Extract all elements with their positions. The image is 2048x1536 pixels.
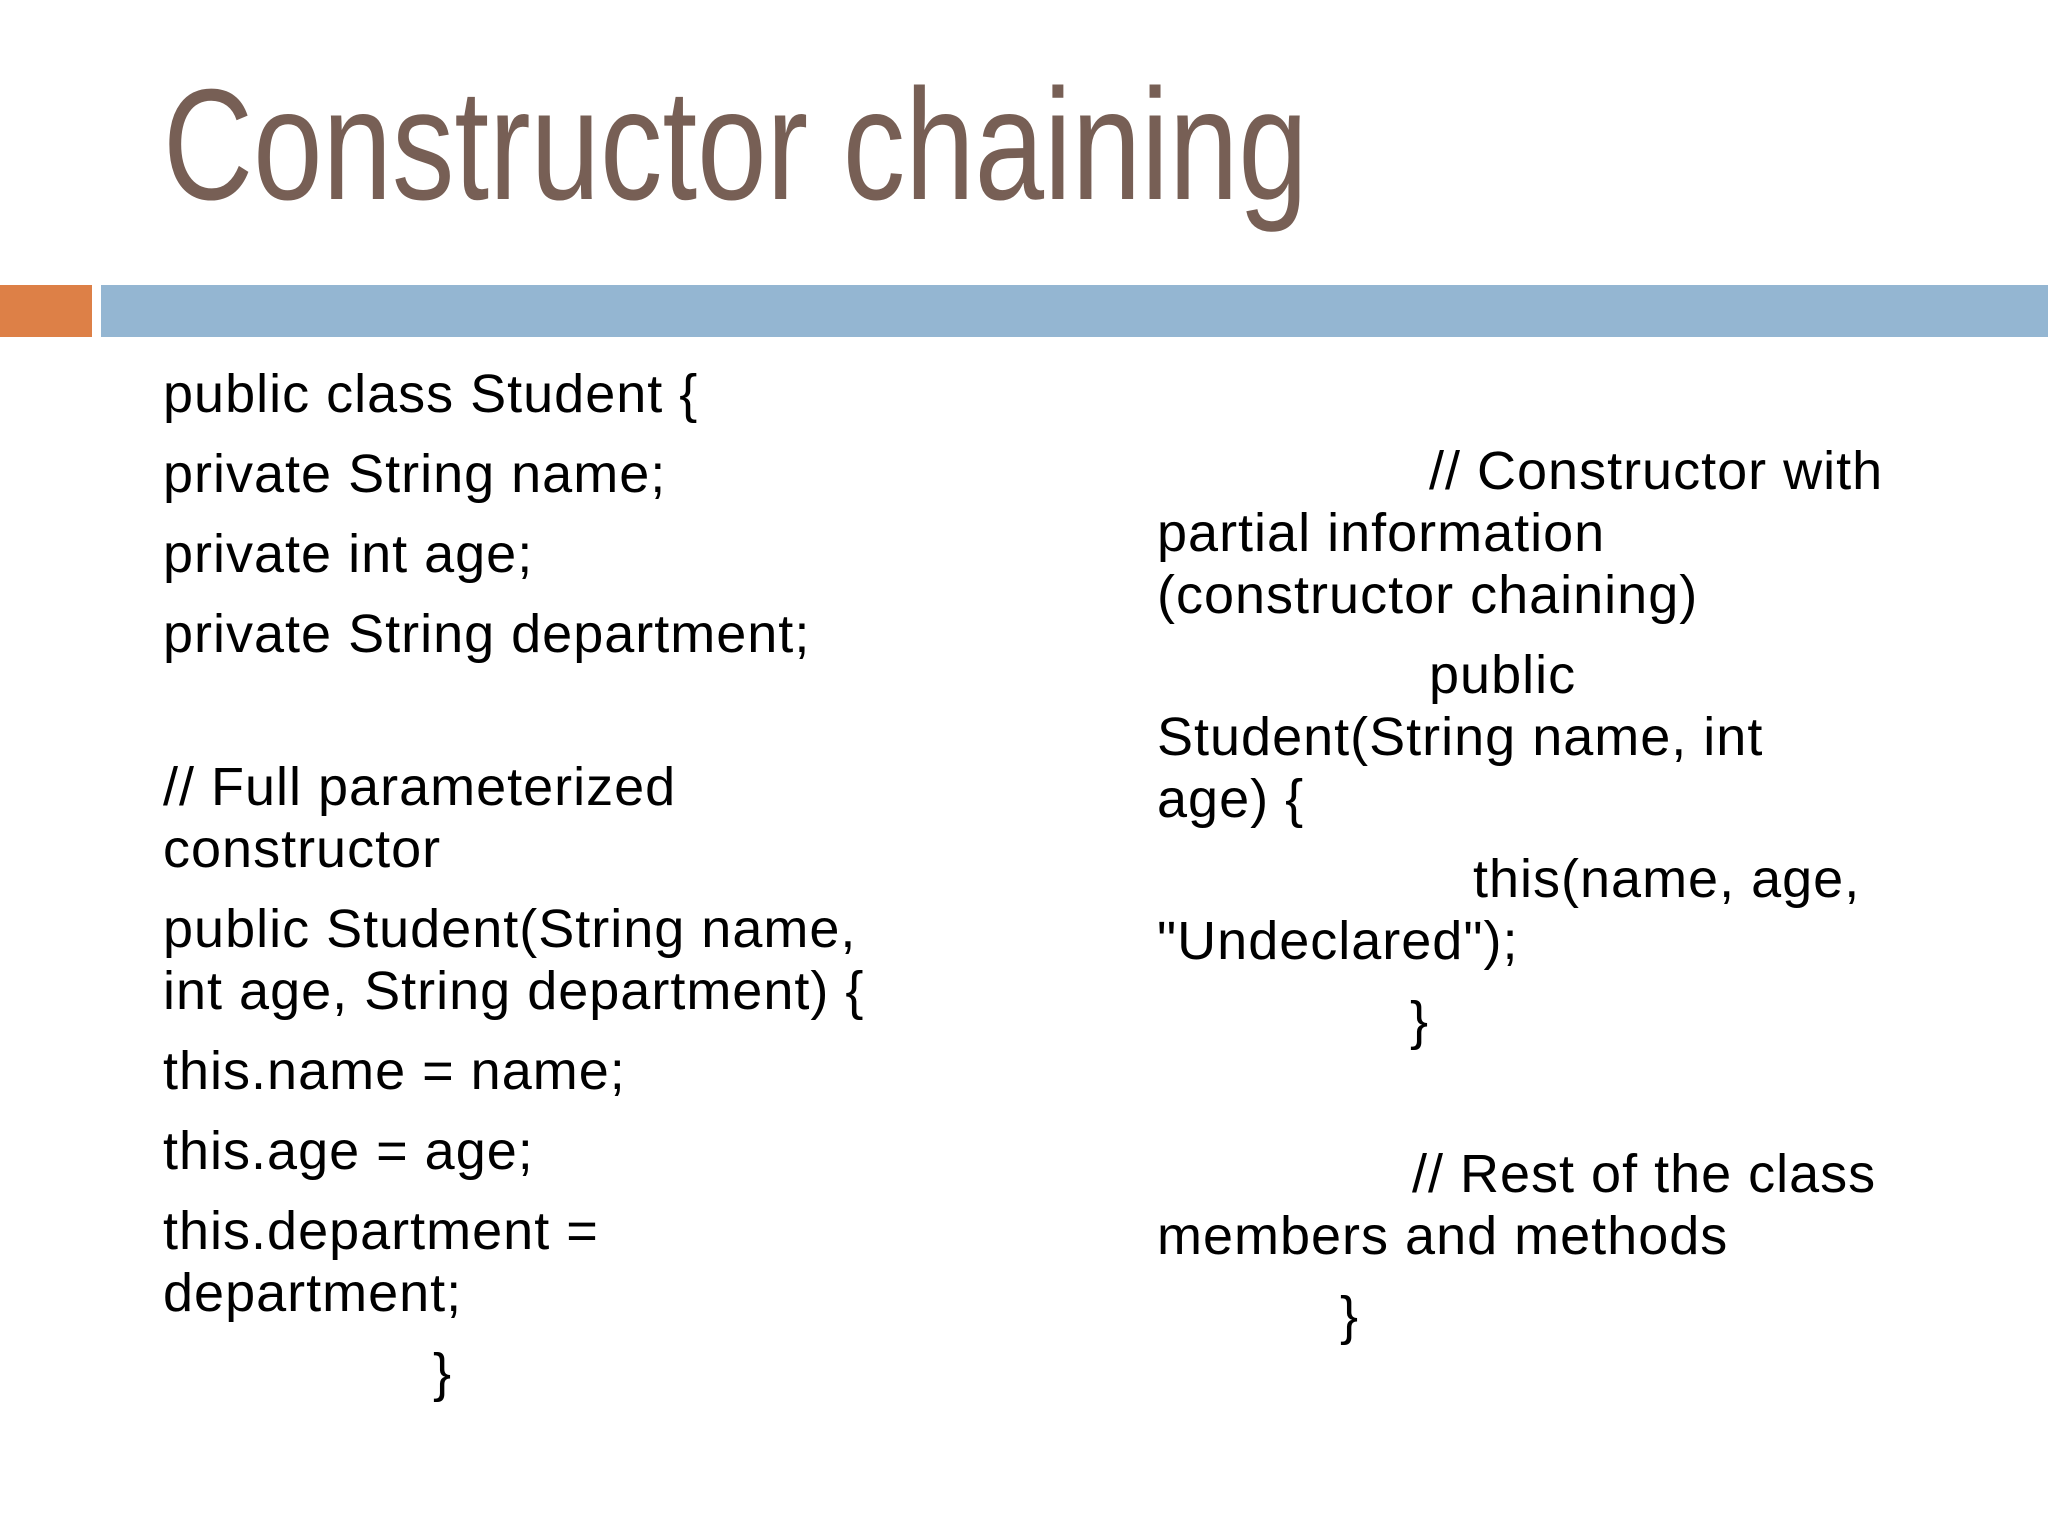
code-line: (constructor chaining) [1157,565,1699,625]
code-line: this.age = age; [163,1121,534,1181]
code-line: private String department; [163,604,811,664]
code-line: "Undeclared"); [1157,911,1519,971]
code-line: // Full parameterized [163,757,677,817]
code-line: public Student(String name, [163,899,857,959]
code-line: partial information [1157,503,1606,563]
code-line: private int age; [163,524,534,584]
accent-bar-blue [101,285,2048,337]
code-line: public [1429,645,1577,705]
code-line: department; [163,1263,463,1323]
code-line: // Constructor with [1429,441,1884,501]
code-line: members and methods [1157,1206,1729,1266]
code-line: public class Student { [163,364,699,424]
code-line: this.department = [163,1201,599,1261]
code-line: // Rest of the class [1412,1144,1877,1204]
accent-bar-orange [0,285,92,337]
code-line: } [433,1343,453,1403]
code-column-left: public class Student { private String nam… [163,363,1083,1404]
code-line: this.name = name; [163,1041,626,1101]
code-line: constructor [163,819,442,879]
code-line: this(name, age, [1473,849,1861,909]
code-line: int age, String department) { [163,961,865,1021]
code-line: age) { [1157,769,1305,829]
slide-title: Constructor chaining [163,57,1308,233]
code-line: } [1340,1286,1360,1346]
code-line: Student(String name, int [1157,707,1764,767]
code-line: private String name; [163,444,667,504]
code-line: } [1410,991,1430,1051]
